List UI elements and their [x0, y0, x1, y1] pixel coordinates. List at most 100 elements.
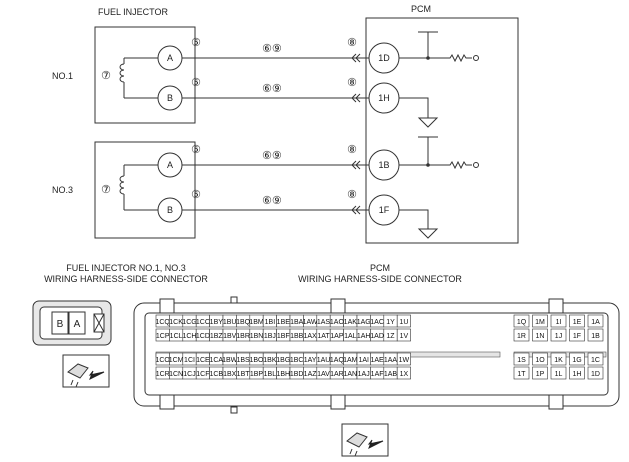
terminal-a-label-no3: A [167, 160, 173, 170]
coil-marker-no1: ⑦ [101, 70, 111, 82]
pcm-pin-label: 1BJ [264, 333, 276, 340]
pcm-pin-cell [396, 328, 411, 342]
pcm-pin-label: 1CP [156, 333, 170, 340]
pcm-connector-title-1: PCM [370, 263, 390, 273]
pcm-pin-label: 1AF [371, 371, 384, 378]
pcm-pin-cell [569, 352, 585, 366]
pcm-pin-label: 1BO [249, 357, 264, 364]
marker-a-no3: ⑤ [191, 144, 201, 156]
pcm-pin-label: 1L [555, 371, 563, 378]
injector-connector-pin-b: B [57, 319, 64, 330]
marker-b-no3: ⑤ [191, 189, 201, 201]
mid-marker-a-no3: ⑥⑨ [262, 150, 282, 162]
connector-view-icon [341, 423, 389, 457]
pcm-pin-label: 1BK [263, 357, 277, 364]
pcm-pin-a-label-no1: 1D [378, 53, 390, 63]
pcm-pin-label: 1O [535, 357, 545, 364]
pcm-pin-label: 1AG [357, 319, 371, 326]
mid-marker-a-no1: ⑥⑨ [262, 43, 282, 55]
injector-label-no1: NO.1 [52, 71, 73, 81]
pcm-pin-label: 1BD [290, 371, 304, 378]
pcm-pin-label: 1CE [196, 357, 210, 364]
pcm-pin-label: 1CO [155, 357, 170, 364]
pcm-pin-label: 1CB [209, 371, 223, 378]
pcm-pin-label: 1AO [330, 319, 345, 326]
pcm-pin-label: 1AX [303, 333, 317, 340]
pcm-pin-label: 1BY [210, 319, 224, 326]
injector-no3-box [94, 141, 196, 239]
arrow-icon [367, 439, 384, 450]
pcm-marker-b-no3: ⑧ [347, 189, 357, 201]
pcm-pin-label: 1BZ [210, 333, 224, 340]
pcm-pin-cell [396, 314, 411, 328]
connector-view-icon [62, 354, 110, 388]
pcm-pin-label: 1N [536, 333, 545, 340]
pcm-pin-cell [513, 328, 530, 342]
pcm-pin-label: 1AA [384, 357, 398, 364]
pcm-pin-label: 1AY [304, 357, 317, 364]
pcm-pin-label: 1V [400, 333, 409, 340]
pcm-pin-label: 1CL [170, 333, 183, 340]
pcm-pin-label: 1S [517, 357, 526, 364]
pcm-pin-cell [513, 366, 530, 380]
pcm-pin-label: 1AB [384, 371, 398, 378]
pcm-pin-label: 1BF [277, 333, 290, 340]
pcm-pin-label: 1AJ [358, 371, 370, 378]
pcm-pin-label: 1AN [343, 371, 357, 378]
pcm-pin-label: 1Q [517, 319, 527, 326]
pcm-pin-label: 1AW [303, 319, 318, 326]
injector-connector-face: B A [32, 300, 112, 346]
pcm-pin-cell [532, 328, 548, 342]
pcm-pin-label: 1CF [196, 371, 209, 378]
injector-connector-pin-a: A [74, 319, 81, 330]
pcm-pin-cell [569, 328, 585, 342]
coil-icon [119, 58, 125, 98]
chevron-a-no1 [351, 53, 361, 63]
pcm-pin-label: 1CK [169, 319, 183, 326]
pcm-pin-label: 1X [400, 371, 409, 378]
pcm-pin-cell [587, 366, 604, 380]
pcm-title: PCM [411, 4, 431, 14]
pcm-pin-label: 1BL [264, 371, 277, 378]
pcm-pin-label: 1W [399, 357, 410, 364]
chevron-a-no3 [351, 160, 361, 170]
pcm-pin-label: 1U [399, 319, 408, 326]
pcm-pin-label: 1AK [344, 319, 358, 326]
pcm-pin-label: 1AI [358, 357, 369, 364]
injector-label-no3: NO.3 [52, 185, 73, 195]
injector-connector-title-1: FUEL INJECTOR NO.1, NO.3 [66, 263, 186, 273]
pcm-pin-label: 1F [573, 333, 581, 340]
pcm-pin-label: 1AR [330, 371, 344, 378]
coil-connector-no3 [124, 164, 158, 211]
pcm-pin-label: 1Y [386, 319, 395, 326]
pcm-pin-cell [513, 314, 530, 328]
pcm-pin-cell [587, 352, 604, 366]
pcm-pin-label: 1CQ [155, 319, 170, 326]
injector-connector-title-2: WIRING HARNESS-SIDE CONNECTOR [44, 274, 208, 284]
pcm-pin-label: 1CG [182, 319, 196, 326]
pcm-pin-label: 1BV [223, 333, 237, 340]
pcm-pin-label: 1BQ [236, 319, 251, 326]
pcm-pin-label: 1CR [156, 371, 170, 378]
pcm-pin-label: 1CD [196, 333, 210, 340]
pcm-pin-b-label-no1: 1H [378, 93, 390, 103]
pcm-pin-cell [532, 314, 548, 328]
pcm-pin-label: 1CH [182, 333, 196, 340]
ground-icon [399, 209, 439, 239]
coil-marker-no3: ⑦ [101, 184, 111, 196]
pcm-pin-label: 1T [517, 371, 526, 378]
coil-icon [119, 165, 125, 210]
pcm-pin-label: 1P [536, 371, 545, 378]
mid-marker-b-no3: ⑥⑨ [262, 195, 282, 207]
pcm-connector-title-2: WIRING HARNESS-SIDE CONNECTOR [298, 274, 462, 284]
pcm-pin-cell [550, 314, 567, 328]
pcm-pin-label: 1J [555, 333, 562, 340]
pcm-pin-label: 1H [573, 371, 582, 378]
pcm-internal-circuit-no1 [399, 31, 446, 59]
pcm-pin-cell [532, 352, 548, 366]
pcm-pin-label: 1CA [209, 357, 223, 364]
chevron-b-no1 [351, 93, 361, 103]
pcm-marker-a-no3: ⑧ [347, 144, 357, 156]
pcm-marker-b-no1: ⑧ [347, 77, 357, 89]
